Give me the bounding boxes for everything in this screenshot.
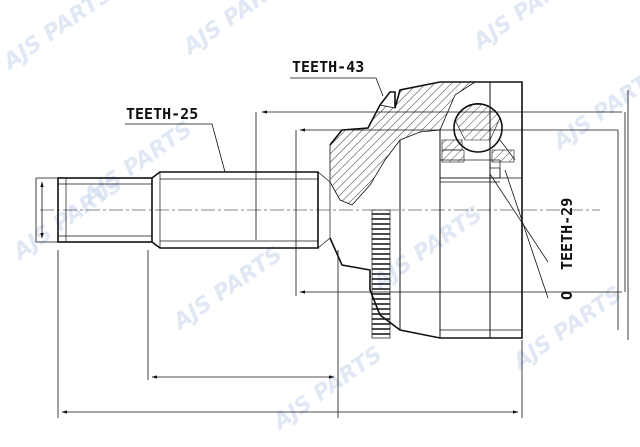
watermark-text: AJS PARTS [0,0,117,76]
watermark-text: AJS PARTS [177,0,297,61]
watermark-text: AJS PARTS [77,117,197,211]
bell-housing [329,81,523,339]
ring-label: O [558,291,576,300]
watermark-text: AJS PARTS [167,242,287,336]
teeth-shaft-label: TEETH-25 [126,105,198,123]
stub-shaft [40,171,600,249]
watermark-text: AJS PARTS [267,342,387,436]
watermark-text: AJS PARTS [547,62,640,156]
dimension-lines [35,90,629,418]
abs-ring [371,209,391,339]
teeth-inner-label: TEETH-29 [558,198,576,270]
leader-lines [125,77,549,299]
teeth-outer-label: TEETH-43 [292,58,364,76]
watermark-text: AJS PARTS [467,0,587,56]
